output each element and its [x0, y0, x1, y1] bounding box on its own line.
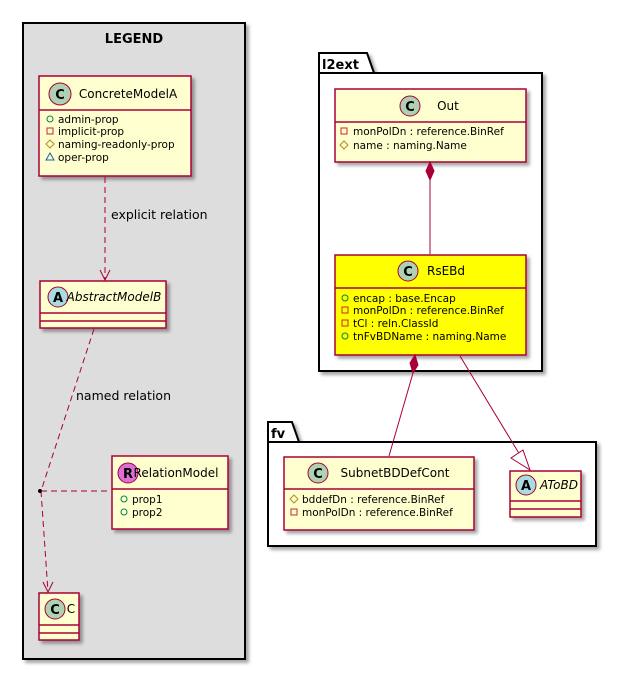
package-marker-icon: [45, 151, 55, 161]
named-relation-line: named relation: [38, 328, 171, 594]
class-name: AToBD: [539, 478, 578, 492]
class-c[interactable]: C C: [38, 592, 80, 641]
svg-text:monPolDn : reference.BinRef: monPolDn : reference.BinRef: [353, 126, 504, 138]
class-name: SubnetBDDefCont: [341, 466, 450, 480]
class-name: RelationModel: [134, 466, 219, 480]
class-name: ConcreteModelA: [79, 87, 178, 101]
attr-row: monPolDn : reference.BinRef: [341, 305, 504, 317]
svg-text:encap : base.Encap: encap : base.Encap: [353, 293, 456, 305]
stereotype-letter: C: [55, 88, 65, 103]
class-name: C: [67, 602, 75, 616]
class-rsebd[interactable]: C RsEBd encap : base.Encap monPolDn : re…: [334, 254, 527, 356]
private-marker-icon: [341, 319, 349, 327]
public-marker-icon: [120, 508, 128, 516]
svg-text:C: C: [313, 467, 323, 482]
attr-row: tCl : reln.ClassId: [341, 318, 438, 330]
svg-text:naming-readonly-prop: naming-readonly-prop: [58, 139, 175, 151]
svg-text:prop1: prop1: [132, 494, 163, 506]
class-stereotype-icon: [48, 82, 72, 106]
svg-text:implicit-prop: implicit-prop: [58, 126, 124, 138]
explicit-relation-arrow: explicit relation: [99, 177, 208, 282]
class-relation-model[interactable]: R RelationModel prop1 prop2: [111, 455, 229, 530]
package-label: fv: [271, 427, 286, 442]
attr-row: implicit-prop: [46, 126, 124, 138]
attr-row: tnFvBDName : naming.Name: [341, 331, 506, 343]
attr-row: monPolDn : reference.BinRef: [340, 126, 504, 138]
class-abstract-model-b[interactable]: A AbstractModelB: [39, 280, 167, 329]
svg-text:A: A: [521, 479, 531, 494]
class-name: RsEBd: [427, 264, 465, 278]
svg-text:bddefDn : reference.BinRef: bddefDn : reference.BinRef: [302, 494, 445, 506]
abstract-stereotype-icon: [47, 286, 69, 308]
composition-diamond-icon: [409, 353, 419, 375]
legend-title: LEGEND: [105, 32, 164, 47]
composition-diamond-icon: [425, 160, 435, 182]
class-atobd[interactable]: A AToBD: [509, 470, 582, 518]
protected-marker-icon: [289, 494, 299, 504]
private-marker-icon: [340, 127, 348, 135]
svg-text:monPolDn : reference.BinRef: monPolDn : reference.BinRef: [302, 507, 453, 519]
attr-row: bddefDn : reference.BinRef: [289, 494, 445, 506]
svg-text:R: R: [123, 467, 133, 482]
class-name: Out: [437, 99, 459, 113]
attr-row: oper-prop: [45, 151, 109, 164]
class-stereotype-icon: [307, 462, 329, 484]
svg-text:A: A: [53, 291, 63, 306]
private-marker-icon: [46, 127, 54, 135]
attr-row: admin-prop: [46, 114, 119, 126]
attr-row: prop1: [120, 494, 163, 506]
attr-row: name : naming.Name: [339, 140, 467, 152]
svg-text:name : naming.Name: name : naming.Name: [353, 140, 467, 152]
class-stereotype-icon: [44, 598, 66, 620]
svg-text:oper-prop: oper-prop: [58, 152, 109, 164]
attr-row: prop2: [120, 507, 163, 519]
generalization-rsebd-atobd: [459, 355, 531, 472]
svg-text:C: C: [50, 603, 60, 618]
attr-row: naming-readonly-prop: [45, 139, 175, 151]
svg-text:tCl : reln.ClassId: tCl : reln.ClassId: [353, 318, 438, 330]
abstract-stereotype-icon: [515, 474, 537, 496]
package-label: l2ext: [322, 58, 359, 73]
svg-text:C: C: [403, 265, 413, 280]
public-marker-icon: [120, 495, 128, 503]
attr-row: encap : base.Encap: [341, 293, 456, 305]
private-marker-icon: [290, 508, 298, 516]
class-stereotype-icon: [397, 260, 419, 282]
class-stereotype-icon: [399, 95, 421, 117]
svg-text:C: C: [405, 100, 415, 115]
relation-stereotype-icon: [117, 462, 139, 484]
public-marker-icon: [341, 332, 349, 340]
association-point: [38, 489, 42, 493]
class-concrete-model-a[interactable]: C ConcreteModelA admin-prop implicit-pro…: [38, 75, 192, 177]
composition-out-rsebd: [425, 160, 435, 254]
public-marker-icon: [46, 115, 54, 123]
protected-marker-icon: [45, 139, 55, 149]
public-marker-icon: [341, 294, 349, 302]
private-marker-icon: [341, 306, 349, 314]
protected-marker-icon: [339, 140, 349, 150]
class-name: AbstractModelB: [66, 290, 162, 304]
svg-text:prop2: prop2: [132, 507, 163, 519]
svg-text:monPolDn : reference.BinRef: monPolDn : reference.BinRef: [353, 305, 504, 317]
named-relation-label: named relation: [76, 388, 171, 403]
attr-row: monPolDn : reference.BinRef: [290, 507, 453, 519]
svg-text:admin-prop: admin-prop: [58, 114, 119, 126]
explicit-relation-label: explicit relation: [111, 207, 208, 222]
composition-rsebd-subnet: [388, 353, 419, 457]
inheritance-triangle-icon: [510, 449, 531, 472]
class-out[interactable]: C Out monPolDn : reference.BinRef name :…: [334, 88, 527, 163]
class-subnet-bd-def-cont[interactable]: C SubnetBDDefCont bddefDn : reference.Bi…: [283, 456, 475, 531]
svg-text:tnFvBDName : naming.Name: tnFvBDName : naming.Name: [353, 331, 506, 343]
